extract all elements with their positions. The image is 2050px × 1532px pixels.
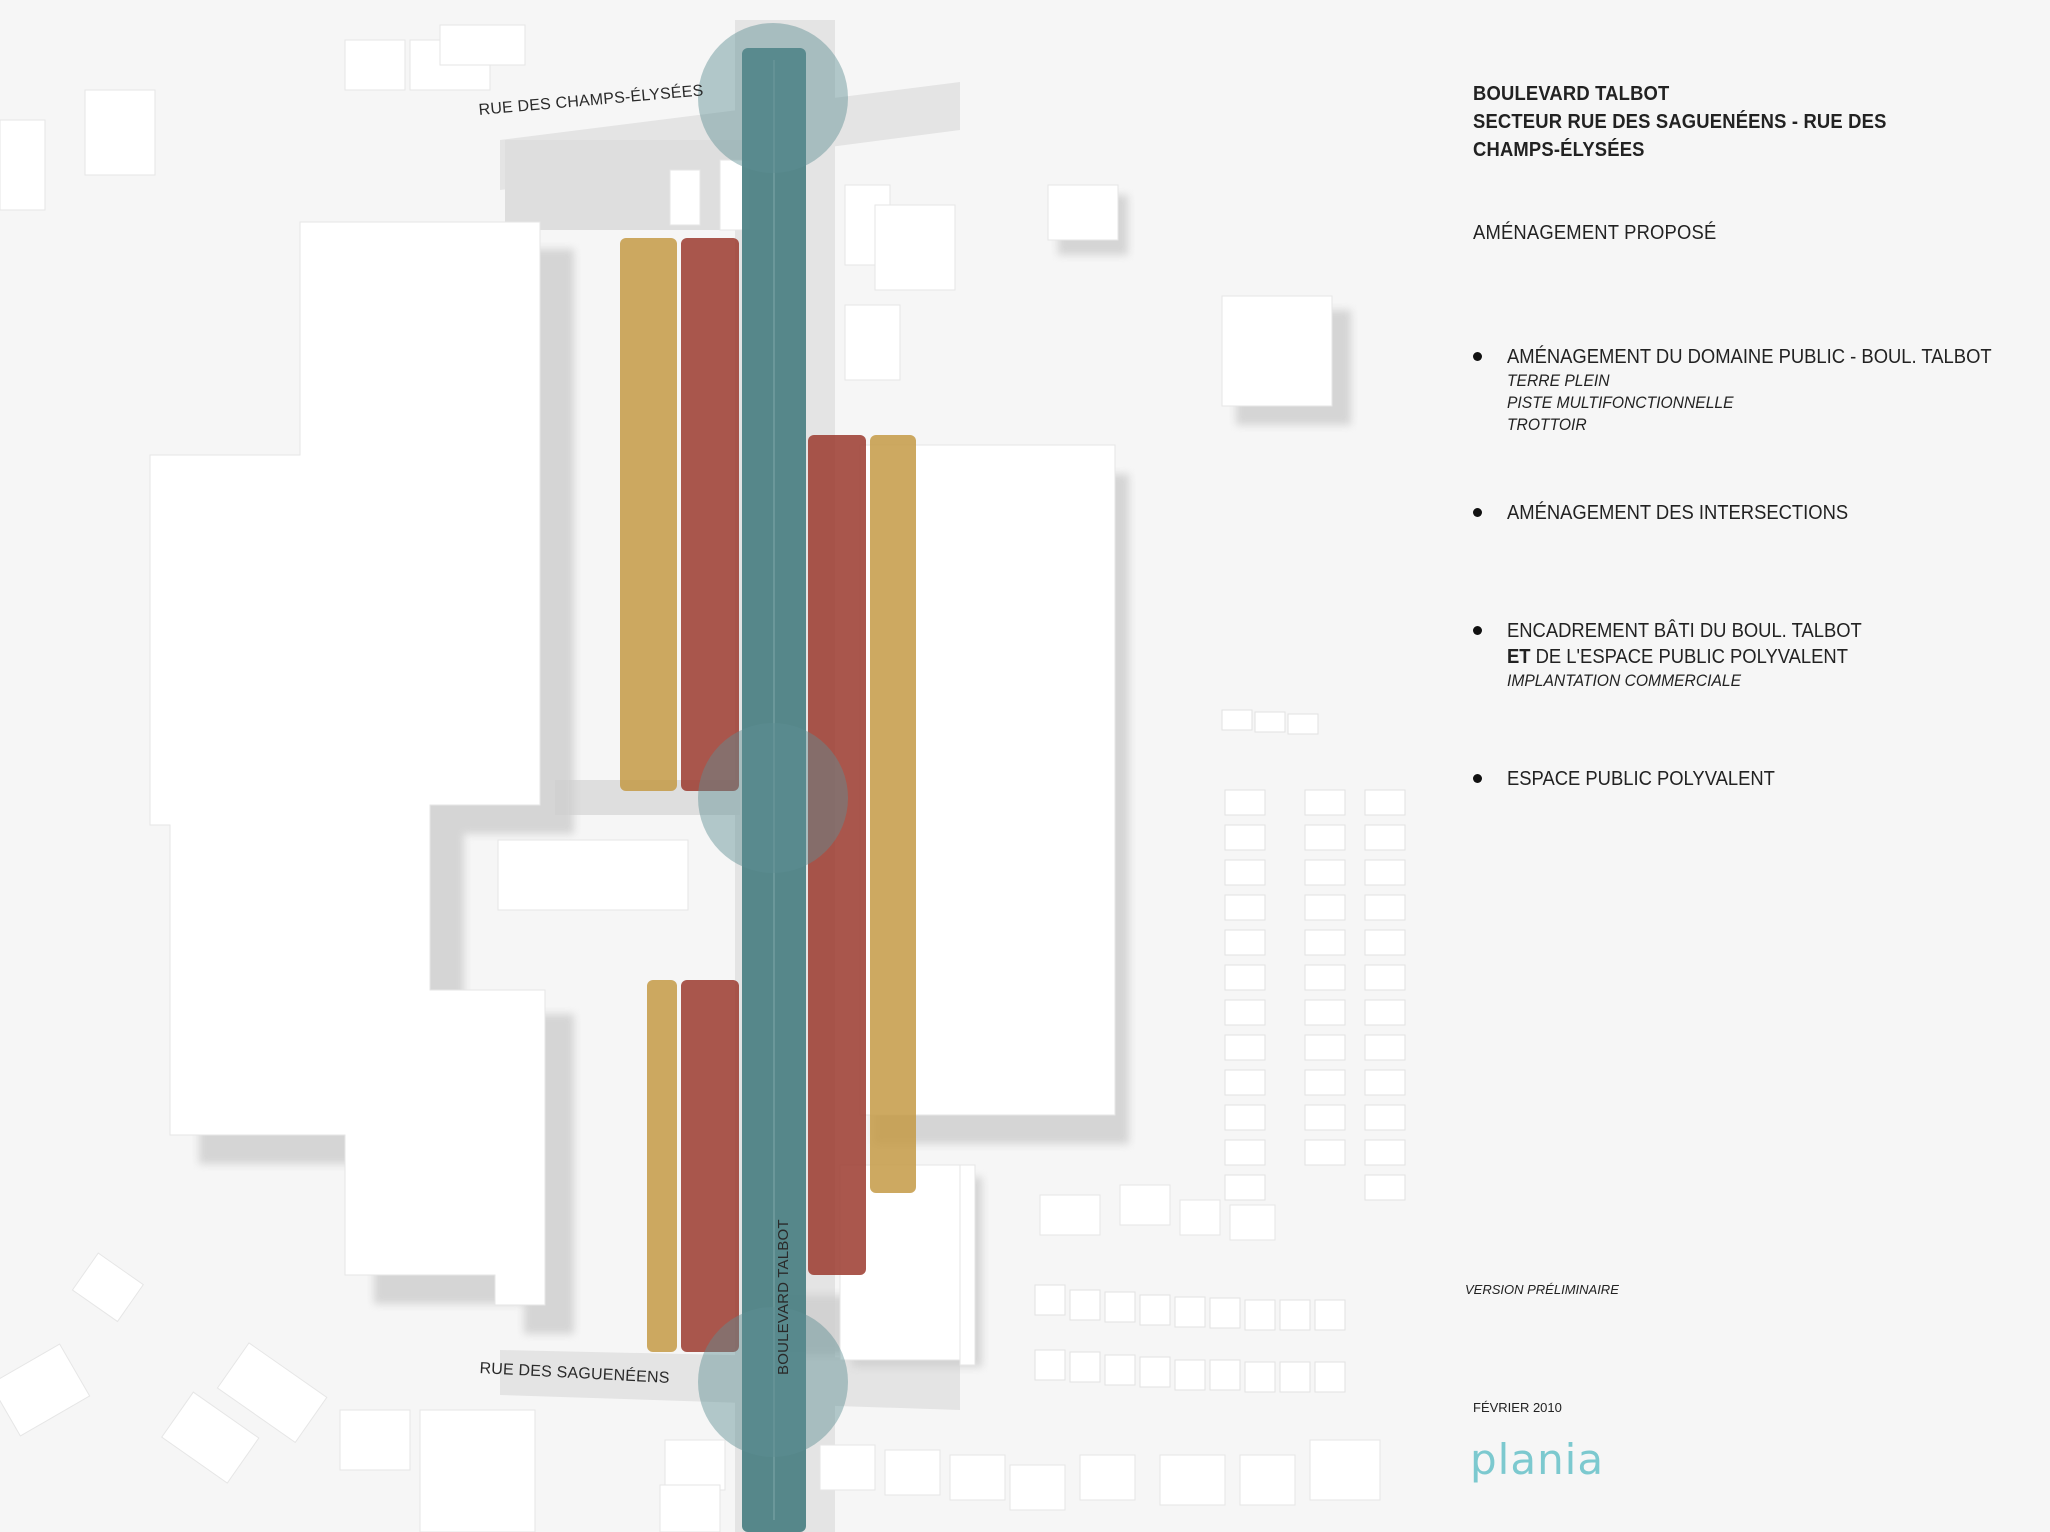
building-n4 (0, 119, 46, 211)
building-sw4 (216, 1342, 328, 1444)
legend-sub-label: TERRE PLEIN (1507, 371, 1610, 390)
legend-item-label-rest: DE L'ESPACE PUBLIC POLYVALENT (1530, 646, 1848, 668)
building-sw2 (339, 1409, 411, 1471)
built-frame-east (808, 435, 866, 1275)
bullet-dot-icon (1473, 352, 1482, 361)
building-se4 (1119, 1184, 1171, 1226)
intersection-markers (698, 23, 848, 1457)
legend-subtitle: AMÉNAGEMENT PROPOSÉ (1473, 222, 1717, 244)
public-space-sw (647, 980, 677, 1352)
building-se6 (1229, 1204, 1276, 1241)
street-label-talbot: BOULEVARD TALBOT (775, 1219, 792, 1375)
bullet-dot-icon (1473, 508, 1482, 517)
building-n12 (669, 169, 701, 226)
building-s7 (1239, 1454, 1296, 1506)
legend-bold-et: ET (1507, 646, 1531, 668)
public-space-east (870, 435, 916, 1193)
legend-item-label-line2: ET DE L'ESPACE PUBLIC POLYVALENT (1507, 644, 1862, 670)
building-n3 (84, 89, 156, 176)
building-s2 (884, 1449, 941, 1496)
intersection-champs-elysees (698, 23, 848, 173)
road-sagueneens (500, 1350, 960, 1410)
building-sw3 (71, 1252, 145, 1323)
plania-logo: plania (1470, 1435, 1605, 1484)
intersection-middle (698, 723, 848, 873)
legend-item-label: AMÉNAGEMENT DES INTERSECTIONS (1507, 502, 1849, 524)
public-space-bands (620, 238, 916, 1352)
building-s10 (659, 1484, 721, 1532)
intersection-sagueneens (698, 1307, 848, 1457)
building-sw6 (0, 1343, 91, 1437)
building-s4 (1009, 1464, 1066, 1511)
title-line-2: SECTEUR RUE DES SAGUENÉENS - RUE DES (1473, 111, 1887, 133)
building-n7 (874, 204, 956, 291)
building-n2 (344, 39, 406, 91)
built-frame-sw (681, 980, 739, 1352)
built-frame-nw (681, 238, 739, 791)
legend-panel: BOULEVARD TALBOT SECTEUR RUE DES SAGUENÉ… (1473, 80, 2033, 790)
building-se3 (1039, 1194, 1101, 1236)
building-s1 (819, 1444, 876, 1491)
building-mid-annex (497, 839, 689, 911)
date-label: FÉVRIER 2010 (1473, 1400, 1562, 1415)
building-se5 (1179, 1199, 1221, 1236)
title-line-1: BOULEVARD TALBOT (1473, 83, 1670, 105)
building-s3 (949, 1454, 1006, 1501)
legend-item-label: AMÉNAGEMENT DU DOMAINE PUBLIC - BOUL. TA… (1507, 346, 1992, 368)
building-n10 (1221, 295, 1333, 407)
legend-item-label: ENCADREMENT BÂTI DU BOUL. TALBOT (1507, 620, 1862, 642)
legend-sub-label: PISTE MULTIFONCTIONNELLE (1507, 393, 1734, 412)
building-sw1 (419, 1409, 536, 1532)
bullet-dot-icon (1473, 774, 1482, 783)
building-sw5 (161, 1391, 260, 1484)
building-s9 (664, 1439, 726, 1491)
building-left-complex (149, 221, 546, 1306)
residential-rows (1034, 709, 1406, 1393)
building-n5 (439, 24, 526, 66)
legend-item-label: ESPACE PUBLIC POLYVALENT (1507, 768, 1775, 790)
legend-sub-label: TROTTOIR (1507, 415, 1587, 434)
bullet-dot-icon (1473, 626, 1482, 635)
legend-sub-label: IMPLANTATION COMMERCIALE (1507, 671, 1742, 690)
built-frame-bands (681, 238, 866, 1352)
public-space-nw (620, 238, 677, 791)
building-s6 (1159, 1454, 1226, 1506)
title-line-3: CHAMPS-ÉLYSÉES (1473, 139, 1645, 161)
building-s8 (1309, 1439, 1381, 1501)
building-n9 (1047, 184, 1119, 241)
building-se2 (959, 1164, 976, 1366)
building-s5 (1079, 1454, 1136, 1501)
legend-title: BOULEVARD TALBOT SECTEUR RUE DES SAGUENÉ… (1473, 80, 2033, 164)
building-n8 (844, 304, 901, 381)
version-note: VERSION PRÉLIMINAIRE (1465, 1282, 1619, 1297)
parking-north (505, 140, 745, 230)
